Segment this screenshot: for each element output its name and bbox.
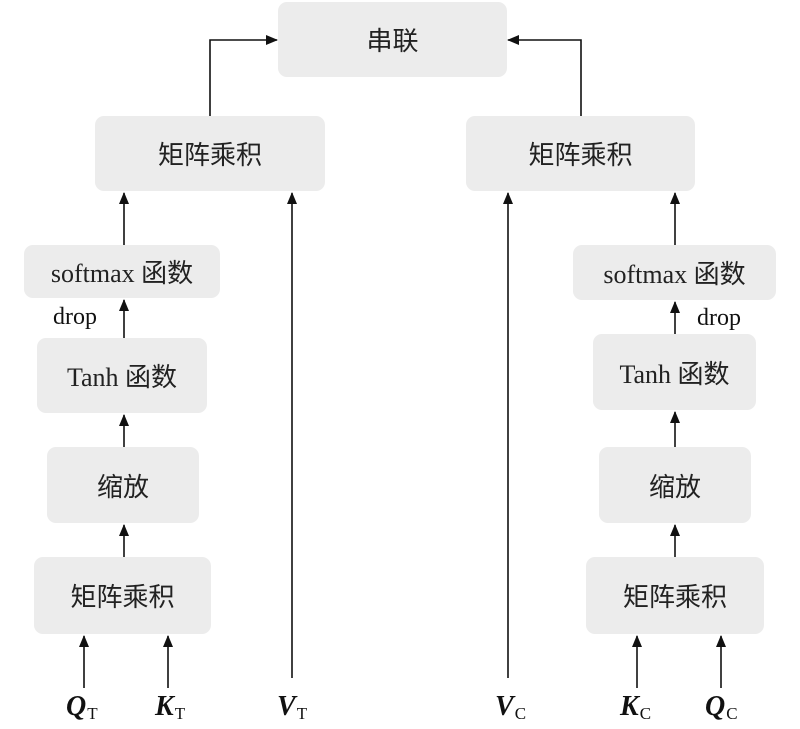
- input-v-c-symbol: V: [495, 691, 514, 722]
- input-k-t: KT: [155, 691, 186, 723]
- left-matmul-top-box: 矩阵乘积: [95, 116, 325, 191]
- concat-box: 串联: [278, 2, 507, 77]
- right-scale-label: 缩放: [648, 472, 701, 502]
- input-v-t-symbol: V: [277, 691, 296, 722]
- right-scale-box: 缩放: [599, 447, 751, 523]
- left-tanh-label: Tanh 函数: [66, 363, 178, 392]
- left-scale-box: 缩放: [47, 447, 199, 523]
- input-q-t: QT: [66, 691, 98, 723]
- left-softmax-label: softmax 函数: [50, 259, 194, 288]
- input-k-t-sub: T: [174, 704, 186, 723]
- right-matmul-top-label: 矩阵乘积: [528, 141, 633, 170]
- left-scale-label: 缩放: [96, 472, 149, 502]
- right-drop-label: drop: [697, 305, 741, 331]
- input-v-c: VC: [495, 691, 527, 723]
- right-tanh-label: Tanh 函数: [619, 359, 730, 389]
- input-q-t-sub: T: [87, 704, 98, 723]
- right-softmax-box: softmax 函数: [573, 245, 776, 300]
- input-k-t-symbol: K: [155, 691, 174, 722]
- right-tanh-box: Tanh 函数: [593, 334, 756, 410]
- left-softmax-box: softmax 函数: [24, 245, 220, 298]
- left-matmul-top-label: 矩阵乘积: [157, 141, 262, 170]
- input-v-t: VT: [277, 691, 308, 723]
- right-softmax-label: softmax 函数: [603, 260, 746, 289]
- input-k-c-symbol: K: [620, 691, 639, 722]
- left-drop-label: drop: [53, 304, 97, 330]
- input-v-t-sub: T: [296, 704, 308, 723]
- left-matmul-bottom-label: 矩阵乘积: [70, 583, 175, 612]
- input-k-c: KC: [620, 691, 652, 723]
- left-tanh-box: Tanh 函数: [37, 338, 207, 413]
- input-q-c: QC: [705, 691, 738, 723]
- arrow-right-matmul-to-concat: [507, 35, 582, 116]
- arrow-left-matmul-to-concat: [209, 35, 278, 116]
- input-q-t-symbol: Q: [66, 691, 87, 722]
- right-matmul-bottom-box: 矩阵乘积: [586, 557, 764, 634]
- concat-label: 串联: [366, 27, 419, 56]
- input-k-c-sub: C: [639, 704, 652, 723]
- input-q-c-sub: C: [726, 704, 738, 723]
- input-v-c-sub: C: [514, 704, 527, 723]
- left-matmul-bottom-box: 矩阵乘积: [34, 557, 211, 634]
- right-matmul-bottom-label: 矩阵乘积: [622, 583, 727, 612]
- input-q-c-symbol: Q: [705, 691, 726, 722]
- right-matmul-top-box: 矩阵乘积: [466, 116, 695, 191]
